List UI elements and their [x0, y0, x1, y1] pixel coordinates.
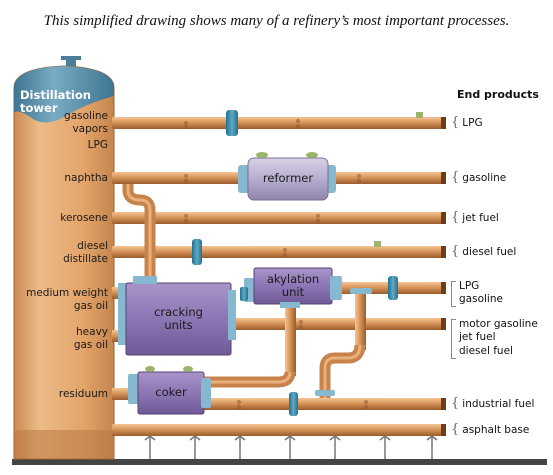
fraction-heavy-line1: heavy [76, 326, 108, 338]
end-product-cracking-group: motor gasoline jet fuel diesel fuel [451, 318, 538, 359]
connecting-pipes [122, 184, 366, 398]
end-product-asphalt-base: {asphalt base [451, 422, 530, 437]
fraction-heavy-gas-oil: heavy gas oil [20, 326, 108, 352]
distillation-tower [13, 56, 115, 460]
reformer-label: reformer [262, 171, 314, 185]
ground-line [12, 459, 547, 465]
fraction-diesel-line2: distillate [63, 253, 108, 265]
fraction-medium-gas-oil: medium weight gas oil [20, 287, 108, 313]
asphalt-supports [144, 435, 438, 459]
end-products-title: End products [457, 88, 539, 101]
fraction-lpg: LPG [87, 139, 108, 151]
fraction-residuum: residuum [58, 388, 108, 400]
pipe-rivets [184, 119, 368, 409]
alkylation-label-line2: unit [281, 285, 305, 299]
end-product-industrial-fuel-text: industrial fuel [462, 398, 535, 410]
fraction-medium-line2: gas oil [73, 300, 108, 312]
end-product-jet-fuel-text: jet fuel [462, 212, 499, 224]
tower-title-line2: tower [20, 101, 58, 115]
end-product-alk-line2: gasoline [459, 293, 503, 306]
end-product-lpg-text: LPG [462, 117, 483, 129]
fraction-kerosene: kerosene [60, 212, 108, 224]
coker-unit [128, 366, 211, 415]
end-product-jet-fuel: {jet fuel [451, 210, 499, 225]
cracking-unit [118, 276, 236, 356]
reformer-unit [238, 152, 336, 201]
fraction-heavy-line2: gas oil [73, 339, 108, 351]
alkylation-label-line1: akylation [266, 272, 320, 286]
fraction-gasoline-vapors: gasoline vapors [40, 110, 108, 136]
alkylation-label: akylation unit [254, 273, 332, 299]
fraction-gasoline-vapors-line1: gasoline [64, 110, 108, 122]
end-product-gasoline-text: gasoline [462, 172, 507, 184]
end-product-crack-line2: jet fuel [459, 331, 496, 344]
end-product-crack-line3: diesel fuel [459, 344, 513, 357]
bracket [451, 319, 456, 359]
cracking-label-line1: cracking [154, 305, 203, 319]
valves [192, 110, 423, 416]
bracket [451, 281, 456, 307]
cracking-label: cracking units [126, 306, 231, 332]
end-product-diesel-fuel: {diesel fuel [451, 244, 517, 259]
end-product-alk-line1: LPG [459, 280, 480, 292]
end-product-gasoline: {gasoline [451, 170, 507, 185]
end-product-crack-line1: motor gasoline [459, 318, 538, 330]
fraction-diesel-line1: diesel [77, 240, 108, 252]
coker-label: coker [155, 385, 187, 399]
end-product-alkylation-group: LPG gasoline [451, 280, 503, 307]
fraction-gasoline-vapors-line2: vapors [72, 123, 108, 135]
end-product-asphalt-base-text: asphalt base [462, 424, 530, 436]
fraction-diesel-distillate: diesel distillate [40, 240, 108, 266]
diagram-caption: This simplified drawing shows many of a … [43, 13, 510, 29]
end-product-industrial-fuel: {industrial fuel [451, 396, 535, 411]
tower-title-line1: Distillation [20, 88, 91, 102]
end-product-lpg: {LPG [451, 115, 483, 130]
fraction-naphtha: naphtha [64, 172, 108, 184]
end-product-diesel-fuel-text: diesel fuel [462, 246, 517, 258]
fraction-medium-line1: medium weight [26, 287, 108, 299]
tower-title: Distillation tower [20, 89, 91, 115]
cracking-label-line2: units [164, 318, 193, 332]
